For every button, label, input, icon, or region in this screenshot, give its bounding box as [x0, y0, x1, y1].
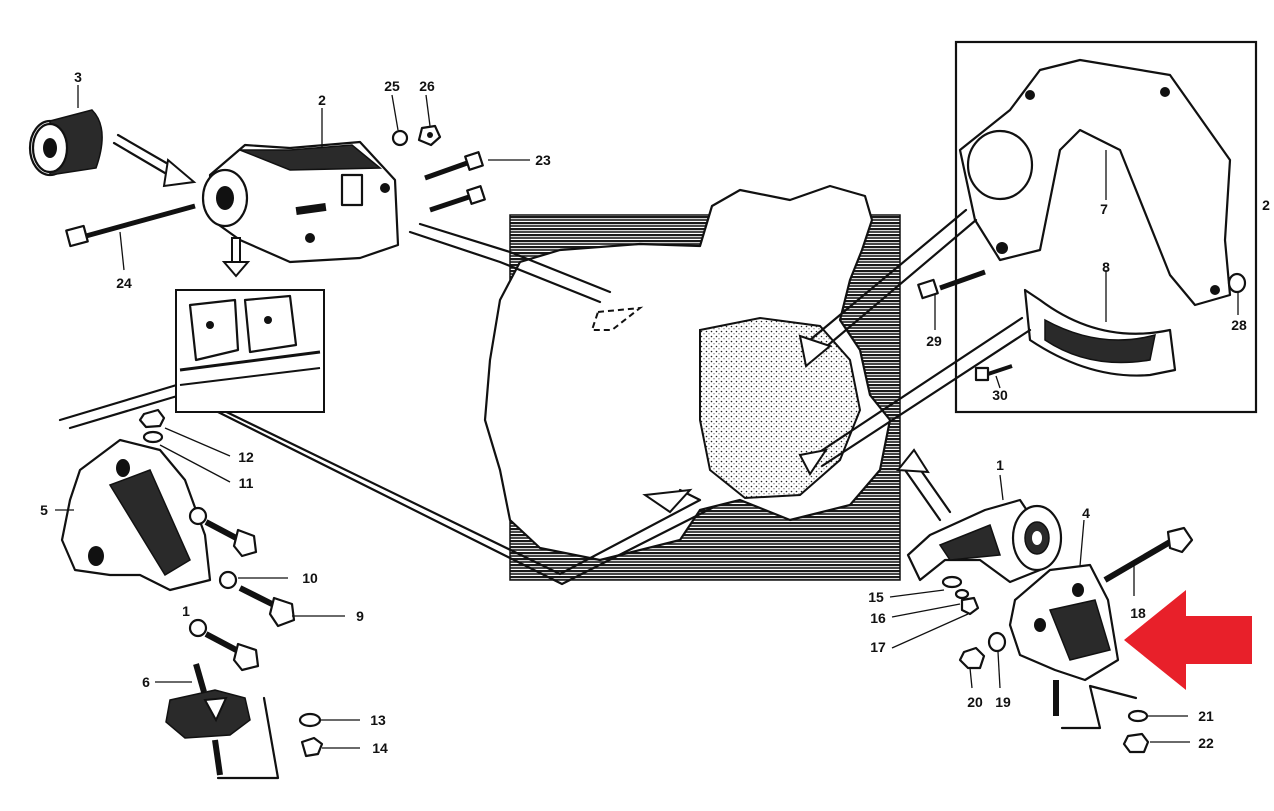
- label-part-22: 22: [1198, 735, 1214, 751]
- label-part-15: 15: [868, 589, 884, 605]
- label-part-8: 8: [1102, 259, 1110, 275]
- part-12-nut: [138, 408, 166, 429]
- part-13-washer: [298, 712, 322, 728]
- label-part-4: 4: [1082, 505, 1090, 521]
- part-17-nut: [960, 596, 980, 616]
- label-part-10: 10: [302, 570, 318, 586]
- label-part-25: 25: [384, 78, 400, 94]
- detail-box-7-8: [954, 40, 1258, 414]
- part-15-washer: [941, 575, 963, 589]
- part-labels: 3 2 25 26 23 24 5 12 11 10 9 6 13 14 1 4…: [40, 69, 1270, 756]
- label-part-11: 11: [239, 475, 254, 491]
- arrow-7-to-gearbox: [798, 208, 978, 368]
- part-11-washer: [142, 430, 164, 444]
- part-26-nut: [417, 124, 442, 147]
- label-part-13: 13: [370, 712, 386, 728]
- label-part-5: 5: [40, 502, 48, 518]
- gearbox-housing: [483, 184, 901, 581]
- label-part-21: 21: [1198, 708, 1214, 724]
- pointer-2-to-gearbox: [408, 222, 644, 331]
- part-6-rubber-mount: [165, 663, 251, 776]
- part-21-washer: [1127, 709, 1149, 723]
- label-part-12: 12: [238, 449, 254, 465]
- part-24-long-bolt: [65, 203, 196, 248]
- label-part-30: 30: [992, 387, 1008, 403]
- part-2-upper-bracket: [201, 140, 400, 264]
- highlight-arrow: [1124, 590, 1252, 690]
- label-part-23: 23: [535, 152, 551, 168]
- label-part-17: 17: [870, 639, 886, 655]
- label-part-20: 20: [967, 694, 983, 710]
- part-25-washer: [391, 129, 409, 147]
- part-5-left-mount: [60, 438, 212, 592]
- part-18-bolt: [1103, 526, 1194, 583]
- label-part-1-left: 1: [182, 603, 190, 619]
- label-part-1: 1: [996, 457, 1004, 473]
- arrow-1-to-gearbox: [896, 448, 952, 522]
- part-10-washer: [218, 570, 238, 590]
- label-part-16: 16: [870, 610, 886, 626]
- part-4-right-mount: [1008, 563, 1120, 716]
- label-part-2: 2: [318, 92, 326, 108]
- part-22-nut: [1122, 732, 1150, 754]
- bracket-line-21-22: [1060, 684, 1138, 730]
- arrow-8-to-gearbox: [798, 316, 1032, 476]
- label-part-6: 6: [142, 674, 150, 690]
- label-part-18: 18: [1130, 605, 1146, 621]
- part-9-bolt: [238, 585, 296, 628]
- leader-lines: [55, 85, 1239, 749]
- part-14-nut: [300, 736, 324, 758]
- detail-inset: [175, 289, 325, 413]
- label-part-14: 14: [372, 740, 388, 756]
- bolt-lower-left: [188, 618, 260, 672]
- label-part-3: 3: [74, 69, 82, 85]
- bolt-upper-left: [188, 506, 258, 558]
- part-3-bush: [28, 109, 103, 177]
- part-1-right-bracket: [906, 498, 1063, 584]
- part-19-washer: [987, 631, 1007, 653]
- label-part-24: 24: [116, 275, 132, 291]
- part-28-washer: [1227, 272, 1247, 294]
- label-part-29: 29: [926, 333, 942, 349]
- arrow-3-to-2: [112, 133, 197, 188]
- label-part-28: 28: [1231, 317, 1247, 333]
- part-29-bolt: [917, 269, 986, 300]
- label-part-7: 7: [1100, 201, 1108, 217]
- label-part-26: 26: [419, 78, 435, 94]
- part-30-screw: [974, 364, 1013, 382]
- label-part-19: 19: [995, 694, 1011, 710]
- part-20-nut: [958, 646, 986, 670]
- label-part-2-right: 2: [1262, 197, 1270, 213]
- label-part-9: 9: [356, 608, 364, 624]
- part-23-bolts: [424, 151, 486, 213]
- bracket-line-13-14: [216, 696, 280, 780]
- part-16-spacer: [954, 588, 970, 600]
- arrow-down-2: [221, 237, 251, 278]
